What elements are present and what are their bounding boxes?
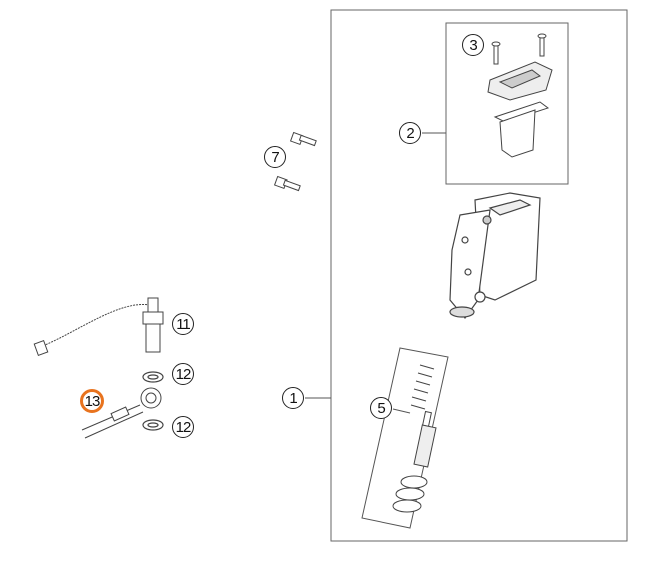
callout-12-lower[interactable]: 12 — [172, 416, 194, 438]
screw-part-3 — [491, 33, 547, 65]
callout-5[interactable]: 5 — [370, 397, 392, 419]
callout-11[interactable]: 11 — [172, 313, 194, 335]
leader-line-5 — [392, 408, 411, 414]
assembly-box-2 — [445, 22, 569, 185]
reservoir-cover — [487, 61, 553, 101]
brake-line — [81, 387, 162, 439]
callout-12-upper[interactable]: 12 — [172, 363, 194, 385]
bolt-part-7 — [273, 131, 317, 192]
brake-light-switch — [33, 297, 164, 356]
master-cylinder-body — [449, 192, 541, 319]
callout-3[interactable]: 3 — [462, 34, 484, 56]
diaphragm — [493, 101, 550, 158]
assembly-box-1 — [330, 9, 628, 542]
callout-13-selected[interactable]: 13 — [80, 389, 104, 413]
washers — [142, 371, 164, 431]
assembly-box-5 — [361, 347, 449, 529]
callout-1[interactable]: 1 — [282, 387, 304, 409]
callout-7[interactable]: 7 — [264, 146, 286, 168]
piston-kit — [392, 364, 437, 513]
callout-2[interactable]: 2 — [399, 122, 421, 144]
